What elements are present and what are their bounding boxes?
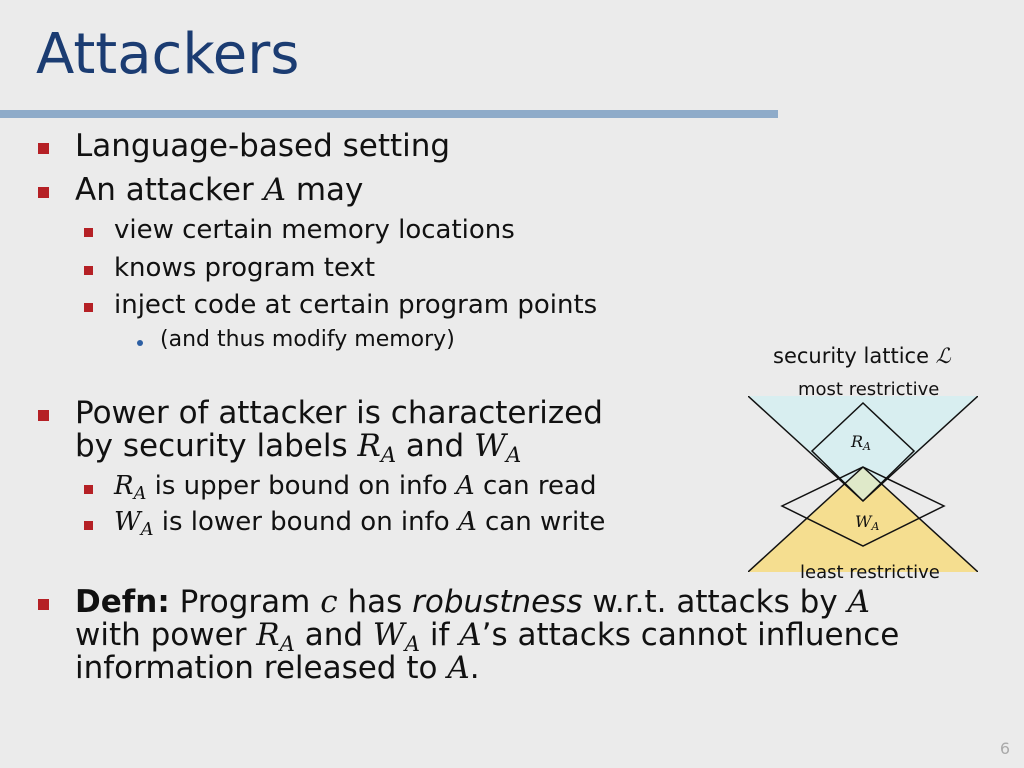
bullet-language-setting: Language-based setting: [75, 128, 451, 164]
security-lattice-diagram: [748, 396, 978, 572]
sub-bullet-upper-bound: RA is upper bound on info A can read: [114, 471, 596, 504]
var-A: A: [447, 650, 470, 686]
bullet-power-line1: Power of attacker is characterized: [75, 395, 603, 431]
text: ’s attacks cannot influence: [481, 617, 900, 653]
lattice-R-label: RA: [851, 432, 871, 453]
title-divider: [0, 110, 778, 118]
text: with power: [75, 617, 257, 653]
text: information released to: [75, 650, 448, 686]
text: by security labels: [75, 428, 358, 464]
text: may: [285, 172, 364, 208]
subscript: A: [863, 440, 871, 454]
var-A: A: [847, 584, 870, 620]
text: R: [256, 617, 280, 653]
sub-bullet-marker: [84, 303, 93, 312]
bullet-power-line2: by security labels RA and WA: [75, 428, 521, 467]
text: is lower bound on info: [153, 507, 458, 537]
subscript: A: [279, 630, 295, 656]
text: and: [396, 428, 475, 464]
sub-bullet-marker: [84, 266, 93, 275]
sub-bullet-lower-bound: WA is lower bound on info A can write: [114, 507, 605, 540]
text: W: [855, 512, 872, 531]
definition-line1: Defn: Program c has robustness w.r.t. at…: [75, 584, 870, 620]
var-W: WA: [474, 428, 522, 467]
text: security lattice: [773, 344, 936, 368]
definition-line2: with power RA and WA if A’s attacks cann…: [75, 617, 899, 656]
text: has: [337, 584, 413, 620]
var-A: A: [455, 471, 475, 501]
W-A-diamond: [780, 466, 946, 547]
sub-bullet-view-memory: view certain memory locations: [114, 215, 515, 245]
bullet-marker: [38, 599, 49, 610]
text: w.r.t. attacks by: [582, 584, 848, 620]
text: W: [474, 428, 506, 464]
sub-bullet-program-text: knows program text: [114, 253, 376, 283]
term-robustness: robustness: [412, 584, 583, 620]
var-R: RA: [114, 471, 147, 504]
lower-cone-region: [748, 467, 978, 572]
lattice-W-label: WA: [855, 512, 879, 533]
text: W: [372, 617, 405, 653]
text: W: [114, 507, 141, 537]
var-A: A: [459, 617, 482, 653]
sub-sub-bullet-modify-memory: (and thus modify memory): [160, 327, 455, 352]
text: R: [851, 432, 864, 451]
var-W: WA: [114, 507, 154, 540]
upper-cone-right-edge: [862, 396, 978, 502]
slide-title: Attackers: [36, 22, 300, 87]
bullet-attacker-may: An attacker A may: [75, 172, 363, 208]
var-c: c: [320, 584, 338, 620]
text: R: [114, 471, 134, 501]
text: R: [357, 428, 381, 464]
subscript: A: [505, 441, 522, 467]
text: is upper bound on info: [146, 471, 456, 501]
bullet-marker: [38, 143, 49, 154]
var-W: WA: [372, 617, 421, 656]
slide-number: 6: [999, 739, 1010, 758]
text: can write: [476, 507, 606, 537]
text: An attacker: [75, 172, 264, 208]
var-A: A: [457, 507, 477, 537]
text: Program: [169, 584, 321, 620]
sub-sub-bullet-marker: [137, 340, 143, 346]
lattice-symbol: ℒ: [935, 344, 951, 368]
text: if: [420, 617, 460, 653]
sub-bullet-inject-code: inject code at certain program points: [114, 290, 598, 320]
var-R: RA: [256, 617, 295, 656]
definition-label: Defn:: [75, 584, 170, 620]
subscript: A: [404, 630, 421, 656]
subscript: A: [380, 441, 397, 467]
lattice-title: security lattice ℒ: [773, 344, 951, 368]
sub-bullet-marker: [84, 228, 93, 237]
var-A: A: [263, 172, 286, 208]
subscript: A: [871, 520, 880, 534]
bullet-marker: [38, 410, 49, 421]
lattice-bottom-label: least restrictive: [800, 562, 940, 583]
text: .: [469, 650, 480, 686]
var-R: RA: [357, 428, 397, 467]
definition-line3: information released to A.: [75, 650, 480, 686]
sub-bullet-marker: [84, 521, 93, 530]
upper-cone-left-edge: [748, 396, 864, 502]
text: can read: [474, 471, 597, 501]
text: and: [294, 617, 373, 653]
subscript: A: [133, 483, 147, 504]
sub-bullet-marker: [84, 485, 93, 494]
bullet-marker: [38, 187, 49, 198]
subscript: A: [140, 519, 154, 540]
upper-cone-region: [748, 396, 978, 501]
lattice-top-label: most restrictive: [798, 379, 940, 400]
